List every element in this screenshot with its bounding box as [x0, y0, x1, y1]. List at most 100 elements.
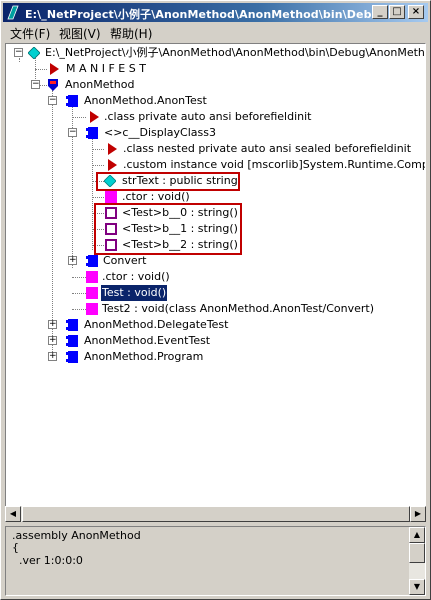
tree-row-ctor2[interactable]: .ctor : void() [6, 269, 425, 285]
tree-label: .class private auto ansi beforefieldinit [104, 110, 312, 123]
tree-row-anontest[interactable]: − AnonMethod.AnonTest [6, 93, 425, 109]
static-method-icon [105, 223, 117, 235]
static-method-icon [105, 207, 117, 219]
tree-guide [92, 165, 104, 166]
tree-row-test[interactable]: Test : void() [6, 285, 425, 301]
tree-row-program[interactable]: + AnonMethod.Program [6, 349, 425, 365]
assembly-info-pane[interactable]: .assembly AnonMethod { .ver 1:0:0:0 ▲ ▼ [5, 526, 426, 596]
arrow-right-icon: ▶ [414, 509, 422, 518]
class-icon [66, 351, 78, 363]
class-icon [66, 319, 78, 331]
pane-splitter[interactable] [3, 522, 428, 526]
menu-help[interactable]: 帮助(H) [110, 27, 153, 41]
tree-guide [72, 117, 86, 118]
tree-row-b2[interactable]: <Test>b__2 : string() [6, 237, 425, 253]
tree-row-b1[interactable]: <Test>b__1 : string() [6, 221, 425, 237]
namespace-shield-icon [47, 79, 59, 91]
tree-label: Convert [103, 254, 147, 267]
tree-guide [72, 106, 73, 268]
tree-row-b0[interactable]: <Test>b__0 : string() [6, 205, 425, 221]
tree-row-eventtest[interactable]: + AnonMethod.EventTest [6, 333, 425, 349]
tree-label: .class nested private auto ansi sealed b… [123, 142, 412, 155]
highlight-box-methods [94, 203, 242, 255]
class-icon [66, 335, 78, 347]
assembly-diamond-icon [28, 47, 40, 59]
static-method-icon [105, 239, 117, 251]
menu-bar: 文件(F) 视图(V) 帮助(H) [3, 23, 428, 41]
tree-guide [92, 229, 104, 230]
tree-label: AnonMethod.AnonTest [84, 94, 207, 107]
tree-label: .custom instance void [mscorlib]System.R… [123, 158, 426, 171]
collapse-toggle[interactable]: − [68, 127, 77, 137]
info-line: .assembly AnonMethod [12, 529, 141, 542]
horizontal-scrollbar[interactable]: ◀ ▶ [5, 506, 426, 522]
tree-label: strText : public string [122, 174, 238, 187]
close-icon: × [411, 6, 421, 17]
tree-label: AnonMethod.DelegateTest [84, 318, 229, 331]
ildasm-app-icon [6, 5, 20, 20]
tree-row-custom-attr[interactable]: .custom instance void [mscorlib]System.R… [6, 157, 426, 173]
tree-guide [72, 277, 86, 278]
title-bar[interactable]: E:\_NetProject\小例子\AnonMethod\AnonMethod… [3, 3, 428, 22]
scroll-right-button[interactable]: ▶ [410, 506, 426, 522]
tree-label-selected: Test : void() [101, 285, 168, 301]
expand-toggle[interactable]: + [48, 351, 57, 361]
menu-file[interactable]: 文件(F) [10, 27, 51, 41]
tree-guide [92, 197, 104, 198]
tree-label: <Test>b__1 : string() [122, 222, 238, 235]
tree-row-displayclass[interactable]: − <>c__DisplayClass3 [6, 125, 425, 141]
tree-guide [92, 245, 104, 246]
window-title: E:\_NetProject\小例子\AnonMethod\AnonMethod… [25, 8, 385, 21]
collapse-toggle[interactable]: − [14, 47, 23, 57]
attribute-triangle-icon [106, 159, 118, 171]
tree-guide [92, 138, 93, 250]
scroll-left-button[interactable]: ◀ [5, 506, 21, 522]
tree-row-test2[interactable]: Test2 : void(class AnonMethod.AnonTest/C… [6, 301, 425, 317]
highlight-box-field [96, 172, 240, 191]
tree-row-strtext[interactable]: strText : public string [6, 173, 425, 189]
attribute-triangle-icon [106, 143, 118, 155]
tree-row-ctor[interactable]: .ctor : void() [6, 189, 425, 205]
menu-view[interactable]: 视图(V) [59, 27, 101, 41]
arrow-left-icon: ◀ [9, 509, 17, 518]
tree-row-manifest[interactable]: M A N I F E S T [6, 61, 425, 77]
tree-guide [19, 58, 20, 62]
minimize-icon: _ [377, 6, 383, 17]
method-icon [105, 191, 117, 203]
tree-label: <Test>b__0 : string() [122, 206, 238, 219]
tree-row-class-attr[interactable]: .class private auto ansi beforefieldinit [6, 109, 425, 125]
tree-guide [35, 85, 47, 86]
info-line: { [12, 541, 19, 554]
tree-label: E:\_NetProject\小例子\AnonMethod\AnonMethod… [45, 46, 426, 59]
tree-label: <>c__DisplayClass3 [104, 126, 216, 139]
tree-row-convert[interactable]: + Convert [6, 253, 425, 269]
tree-row-nested-class-attr[interactable]: .class nested private auto ansi sealed b… [6, 141, 425, 157]
close-button[interactable]: × [408, 5, 424, 19]
class-icon [86, 255, 98, 267]
tree-guide [92, 149, 104, 150]
tree-label: Test2 : void(class AnonMethod.AnonTest/C… [102, 302, 375, 315]
tree-view[interactable]: − E:\_NetProject\小例子\AnonMethod\AnonMeth… [5, 43, 426, 519]
expand-toggle[interactable]: + [48, 335, 57, 345]
expand-toggle[interactable]: + [48, 319, 57, 329]
scroll-up-button[interactable]: ▲ [409, 527, 425, 543]
collapse-toggle[interactable]: − [48, 95, 57, 105]
method-icon [86, 287, 98, 299]
manifest-triangle-icon [48, 63, 60, 75]
scroll-thumb[interactable] [409, 543, 425, 563]
tree-label: .ctor : void() [122, 190, 190, 203]
tree-row-delegatetest[interactable]: + AnonMethod.DelegateTest [6, 317, 425, 333]
tree-row-namespace[interactable]: − AnonMethod [6, 77, 425, 93]
vertical-scrollbar[interactable]: ▲ ▼ [409, 527, 425, 595]
scroll-down-button[interactable]: ▼ [409, 579, 425, 595]
tree-label: M A N I F E S T [66, 62, 146, 75]
tree-row-root[interactable]: − E:\_NetProject\小例子\AnonMethod\AnonMeth… [6, 45, 426, 61]
expand-toggle[interactable]: + [68, 255, 77, 265]
maximize-button[interactable]: □ [389, 5, 405, 19]
collapse-toggle[interactable]: − [31, 79, 40, 89]
class-icon [66, 95, 78, 107]
scroll-thumb[interactable] [22, 506, 410, 522]
minimize-button[interactable]: _ [372, 5, 388, 19]
tree-guide [92, 213, 104, 214]
arrow-up-icon: ▲ [413, 530, 421, 539]
